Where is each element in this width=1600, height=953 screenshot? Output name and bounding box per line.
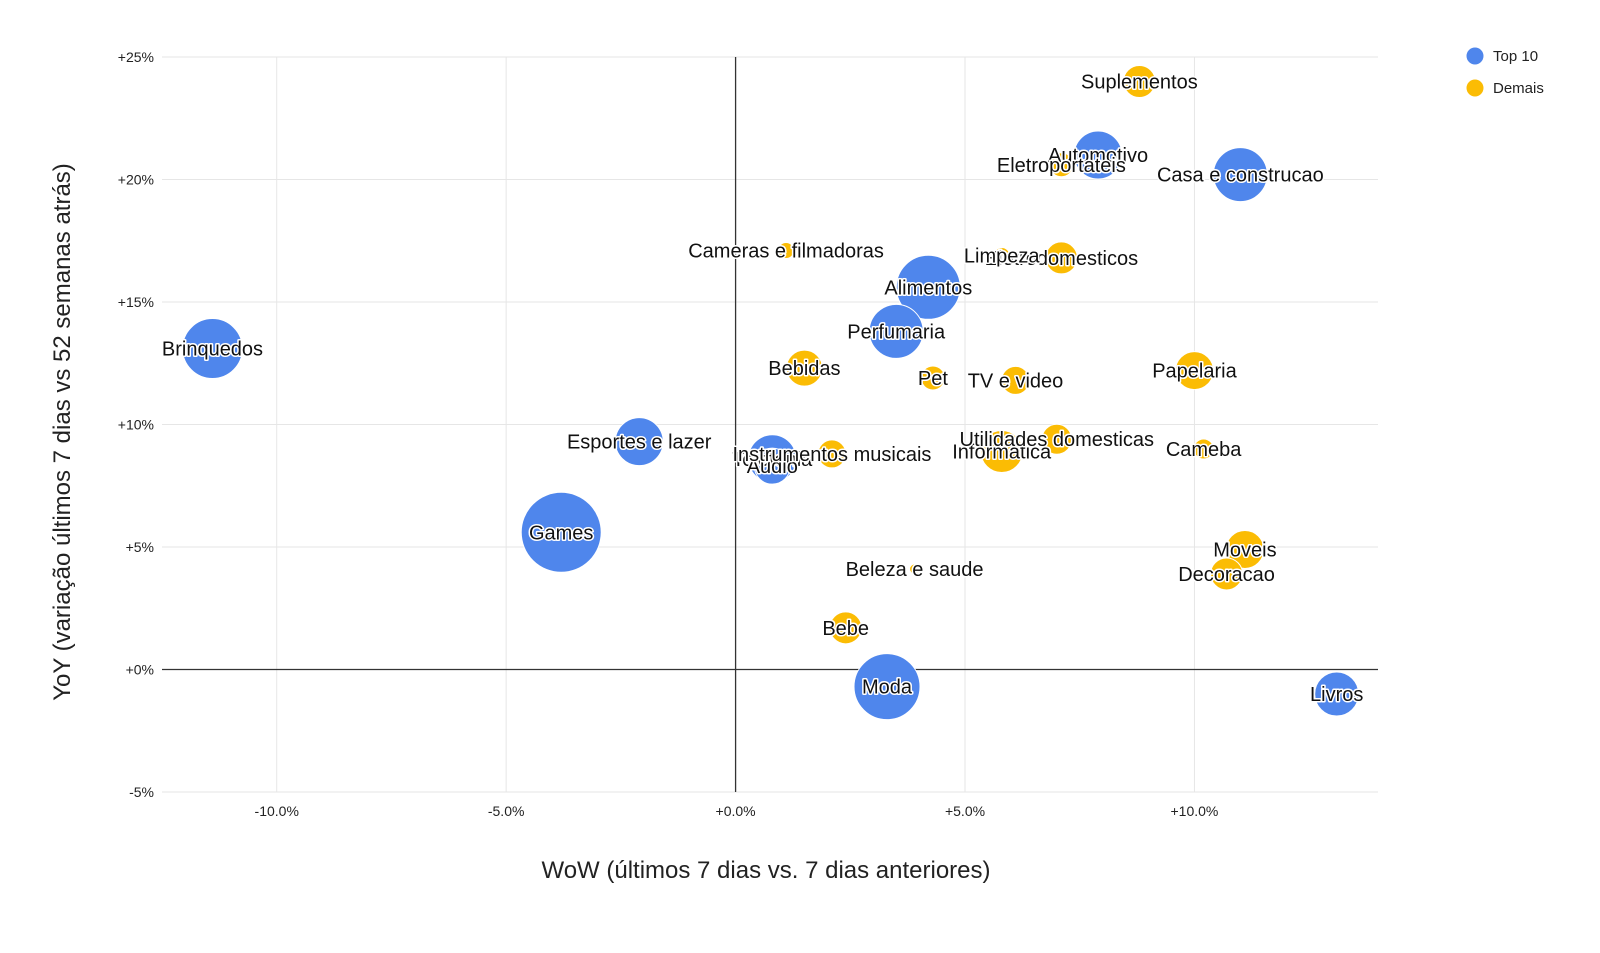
bubble-livros[interactable] — [1314, 671, 1360, 717]
y-tick-label: +25% — [118, 49, 154, 65]
bubble-label-brinquedos: Brinquedos — [162, 339, 263, 361]
bubble-label-cameras-e-filmadoras: Cameras e filmadoras — [688, 241, 884, 263]
bubble-label-suplementos: Suplementos — [1081, 72, 1198, 94]
bubble-label-limpeza: Limpeza — [964, 245, 1040, 267]
x-tick-label: +0.0% — [716, 803, 756, 819]
bubble-cameras-e-filmadoras[interactable] — [777, 242, 795, 260]
bubble-perfumaria[interactable] — [868, 303, 924, 359]
x-axis-title: WoW (últimos 7 dias vs. 7 dias anteriore… — [541, 857, 990, 884]
bubble-suplementos[interactable] — [1122, 65, 1156, 98]
bubble-label-eletrodomesticos: Eletrodomesticos — [985, 248, 1138, 270]
y-tick-label: +20% — [118, 172, 154, 188]
y-tick-label: +0% — [126, 662, 154, 678]
tick-labels: -5% +0% +5% +10% +15% +20% +25% -10.0% -5.0% +0.0… — [118, 49, 1219, 819]
bubble-papelaria[interactable] — [1174, 351, 1214, 391]
bubble-moda[interactable] — [853, 653, 921, 721]
bubble-label-audio: Audio — [747, 456, 798, 478]
bubble-label-automotivo: Automotivo — [1048, 145, 1148, 167]
bubble-label-moda: Moda — [862, 677, 913, 699]
bubble-games[interactable] — [520, 491, 602, 573]
bubble-label-eletroportateis: Eletroportateis — [997, 155, 1126, 177]
bubble-instrumentos-musicais[interactable] — [817, 439, 847, 469]
y-tick-label: +5% — [126, 539, 154, 555]
x-tick-label: +5.0% — [945, 803, 985, 819]
y-axis-title: YoY (variação últimos 7 dias vs 52 seman… — [49, 163, 76, 701]
bubble-moveis[interactable] — [1225, 529, 1265, 569]
bubble-decoracao[interactable] — [1210, 557, 1244, 591]
bubble-label-livros: Livros — [1310, 684, 1363, 706]
bubble-labels: GamesModaAlimentosBrinquedosPerfumariaCa… — [160, 70, 1364, 708]
bubble-pet[interactable] — [920, 365, 946, 391]
bubble-esportes-e-lazer[interactable] — [614, 417, 664, 467]
bubble-label-utilidades-domesticas: Utilidades domesticas — [960, 429, 1155, 451]
bubble-label-alimentos: Alimentos — [884, 277, 972, 299]
bubble-label-papelaria: Papelaria — [1152, 361, 1237, 383]
bubble-eletrodomesticos[interactable] — [1044, 241, 1078, 275]
bubble-label-telefonia: Telefonia — [732, 449, 813, 471]
bubble-label-casa-e-construcao: Casa e construcao — [1157, 165, 1324, 187]
bubble-audio[interactable] — [753, 447, 791, 485]
bubble-label-bebidas: Bebidas — [768, 358, 840, 380]
bubble-eletroportateis[interactable] — [1048, 152, 1074, 178]
bubble-tv-e-video[interactable] — [1000, 365, 1030, 395]
x-tick-label: -10.0% — [255, 803, 299, 819]
bubble-limpeza[interactable] — [993, 246, 1011, 264]
bubble-alimentos[interactable] — [895, 254, 961, 320]
bubble-label-tv-e-video: TV e video — [968, 370, 1064, 392]
bubble-label-decoracao: Decoracao — [1178, 564, 1275, 586]
bubble-automotivo[interactable] — [1073, 130, 1123, 180]
legend-swatch-demais[interactable] — [1466, 79, 1484, 97]
y-tick-label: +15% — [118, 294, 154, 310]
x-tick-label: -5.0% — [488, 803, 525, 819]
bubble-beleza-e-saude[interactable] — [909, 563, 921, 575]
bubble-label-informatica: Informatica — [952, 441, 1052, 463]
legend-label-demais[interactable]: Demais — [1493, 80, 1544, 97]
bubbles — [181, 65, 1360, 721]
bubble-bebidas[interactable] — [785, 349, 823, 387]
axes — [162, 57, 1378, 792]
bubble-label-esportes-e-lazer: Esportes e lazer — [567, 432, 712, 454]
bubble-utilidades-domesticas[interactable] — [1041, 423, 1073, 455]
bubble-casa-e-construcao[interactable] — [1212, 147, 1268, 203]
legend-label-top-10[interactable]: Top 10 — [1493, 48, 1538, 65]
bubble-label-bebe: Bebe — [822, 618, 869, 640]
legend-swatch-top-10[interactable] — [1466, 47, 1484, 65]
bubble-informatica[interactable] — [980, 429, 1024, 473]
y-tick-label: -5% — [129, 784, 154, 800]
bubble-brinquedos[interactable] — [181, 318, 243, 380]
x-tick-label: +10.0% — [1171, 803, 1219, 819]
legend: Top 10 Demais — [1466, 47, 1544, 97]
bubble-cameba[interactable] — [1193, 438, 1215, 460]
bubble-label-perfumaria: Perfumaria — [847, 321, 946, 343]
bubble-label-cameba: Cameba — [1166, 439, 1242, 461]
bubble-label-pet: Pet — [918, 368, 948, 390]
bubble-label-games: Games — [529, 522, 593, 544]
bubble-label-moveis: Moveis — [1213, 539, 1276, 561]
bubble-label-beleza-e-saude: Beleza e saude — [846, 559, 984, 581]
y-tick-label: +10% — [118, 417, 154, 433]
bubble-bebe[interactable] — [829, 611, 863, 645]
bubble-label-instrumentos-musicais: Instrumentos musicais — [732, 444, 931, 466]
